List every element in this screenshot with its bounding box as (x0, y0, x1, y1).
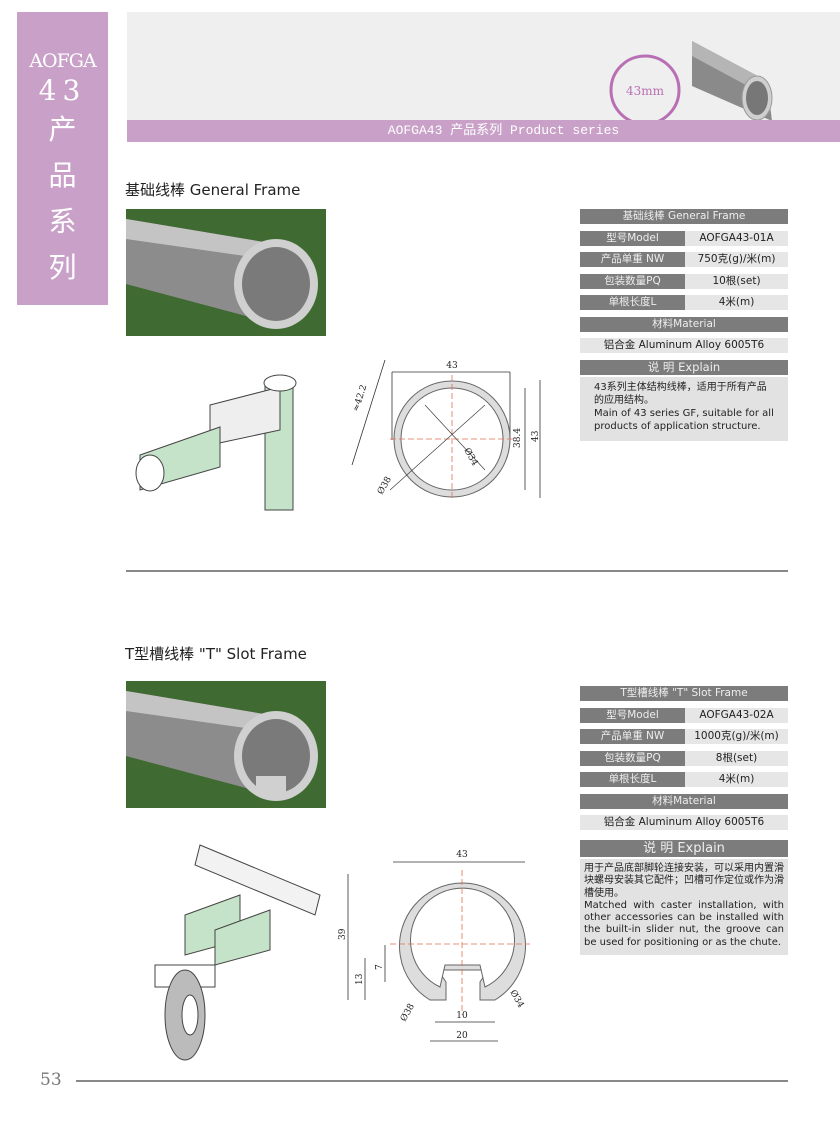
header-banner: 43mm (127, 12, 840, 126)
dim-inner: 38.4 (513, 428, 523, 448)
explain-body: 用于产品底部脚轮连接安装，可以采用内置滑块螺母安装其它配件；凹槽可作定位或作为滑… (580, 859, 788, 955)
spec-title: 基础线棒 General Frame (580, 209, 788, 224)
spec-value: 1000克(g)/米(m) (685, 729, 788, 744)
series-band: AOFGA43 产品系列 Product series (127, 120, 840, 142)
dim-diag: ≈42.2 (351, 384, 369, 413)
spec-value: AOFGA43-01A (685, 230, 788, 246)
product-photo (126, 209, 326, 336)
assembly-illustration (135, 374, 297, 511)
dim-width: 43 (446, 361, 458, 371)
spec-key: 型号Model (580, 707, 685, 723)
product-photo (126, 681, 326, 808)
explain-en: Main of 43 series GF, suitable for all p… (594, 408, 774, 432)
dim-d38: Ø38 (375, 474, 394, 496)
dim-height: 39 (338, 928, 348, 940)
dim-d34: Ø34 (507, 988, 526, 1010)
spec-value: 4米(m) (685, 295, 788, 310)
explain-label: 说 明 Explain (580, 840, 788, 857)
profile-drawing: 43 ≈42.2 43 38.4 Ø34 Ø38 (351, 359, 541, 500)
spec-key: 产品单重 NW (580, 252, 685, 267)
explain-cn: 43系列主体结构线棒，适用于所有产品的应用结构。 (594, 382, 767, 406)
dim-13: 13 (355, 973, 365, 985)
spec-value: AOFGA43-02A (685, 707, 788, 723)
profile-badge-icon: 43mm (609, 54, 681, 126)
page-number: 53 (40, 1070, 62, 1090)
caster-assembly-illustration (154, 844, 321, 1061)
dim-width: 43 (456, 850, 468, 860)
divider (126, 570, 788, 572)
dim-d38: Ø38 (398, 1001, 417, 1023)
spec-value: 4米(m) (685, 772, 788, 787)
tube-image (692, 41, 773, 121)
material-value: 铝合金 Aluminum Alloy 6005T6 (580, 338, 788, 353)
dim-base: 20 (456, 1031, 468, 1041)
footer-divider (76, 1080, 788, 1082)
title-char: 系 (48, 205, 77, 238)
explain-body: 43系列主体结构线棒，适用于所有产品的应用结构。Main of 43 serie… (580, 377, 788, 441)
title-char: 品 (48, 159, 77, 192)
sidebar-title: AOFGA 43 产 品 系 列 (17, 12, 108, 305)
explain-cn: 用于产品底部脚轮连接安装，可以采用内置滑块螺母安装其它配件；凹槽可作定位或作为滑… (584, 863, 784, 899)
spec-value: 8根(set) (685, 750, 788, 766)
dim-7: 7 (375, 964, 385, 970)
spec-key: 产品单重 NW (580, 729, 685, 744)
badge-label: 43mm (626, 84, 665, 98)
spec-key: 单根长度L (580, 772, 685, 787)
explain-label: 说 明 Explain (580, 360, 788, 375)
spec-value: 10根(set) (685, 273, 788, 289)
brand-name: AOFGA (29, 50, 96, 72)
spec-key: 型号Model (580, 230, 685, 246)
spec-title: T型槽线棒 "T" Slot Frame (580, 686, 788, 701)
series-number: 43 (38, 74, 87, 107)
t-slot-profile-drawing: 43 39 13 7 10 20 Ø34 Ø38 (338, 850, 530, 1042)
title-char: 产 (48, 113, 77, 146)
material-value: 铝合金 Aluminum Alloy 6005T6 (580, 815, 788, 830)
section-title: T型槽线棒 "T" Slot Frame (125, 645, 307, 663)
explain-en: Matched with caster installation, with o… (584, 899, 784, 948)
dim-height: 43 (531, 430, 541, 442)
spec-key: 包装数量PQ (580, 273, 685, 289)
dim-slot: 10 (456, 1011, 468, 1021)
spec-key: 单根长度L (580, 295, 685, 310)
material-label: 材料Material (580, 793, 788, 809)
material-label: 材料Material (580, 316, 788, 332)
spec-value: 750克(g)/米(m) (685, 252, 788, 267)
section-title: 基础线棒 General Frame (125, 181, 301, 199)
title-char: 列 (48, 251, 77, 284)
spec-key: 包装数量PQ (580, 750, 685, 766)
